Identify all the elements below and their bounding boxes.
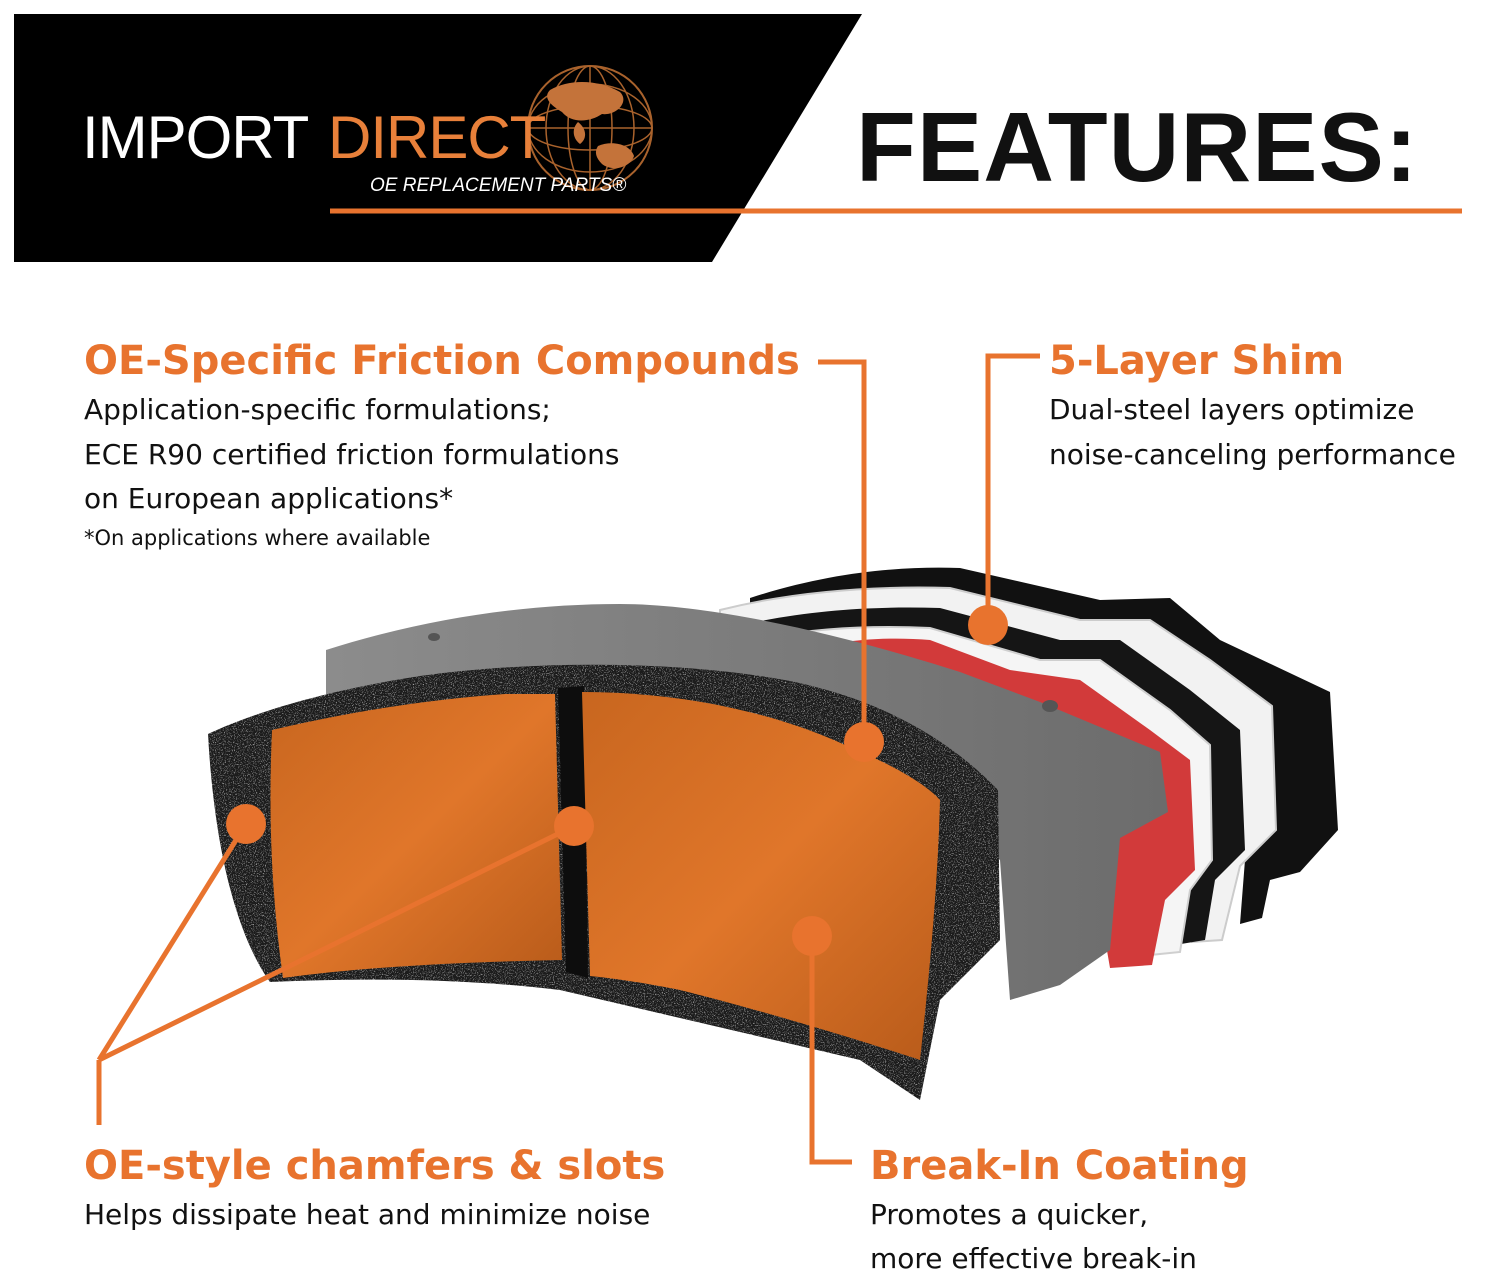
shim-title: 5-Layer Shim [1049,338,1345,384]
friction-footnote: *On applications where available [84,526,431,550]
logo-tagline: OE REPLACEMENT PARTS® [370,175,627,196]
callout-line-chamfer-left [96,822,249,1062]
page-title: FEATURES: [856,92,1419,202]
callout-dot-coating [792,916,832,956]
globe-icon [527,65,653,191]
callout-line-chamfer-slot [97,823,576,1063]
callout-line-friction [818,359,867,742]
shim-line2: noise-canceling performance [1049,438,1456,471]
callout-dot-slot [554,806,594,846]
break-in-coating-left [270,694,562,978]
coating-line2: more effective break-in [870,1242,1197,1275]
friction-line3: on European applications* [84,482,454,515]
coating-title: Break-In Coating [870,1143,1249,1189]
callout-line-coating [809,936,852,1165]
friction-title: OE-Specific Friction Compounds [84,338,800,384]
callout-line-shim [985,353,1040,625]
shim-line1: Dual-steel layers optimize [1049,393,1415,426]
logo-import-text: IMPORT [82,104,309,171]
logo-direct-text: DIRECT [328,104,546,171]
coating-line1: Promotes a quicker, [870,1198,1149,1231]
friction-line2: ECE R90 certified friction formulations [84,438,620,471]
break-in-coating-right [582,692,940,1060]
chamfers-line1: Helps dissipate heat and minimize noise [84,1198,651,1231]
chamfers-title: OE-style chamfers & slots [84,1143,666,1189]
callout-dot-shim [968,605,1008,645]
callout-dot-friction [844,722,884,762]
header-banner [14,14,1462,262]
callout-dot-chamfer [226,804,266,844]
friction-line1: Application-specific formulations; [84,393,551,426]
